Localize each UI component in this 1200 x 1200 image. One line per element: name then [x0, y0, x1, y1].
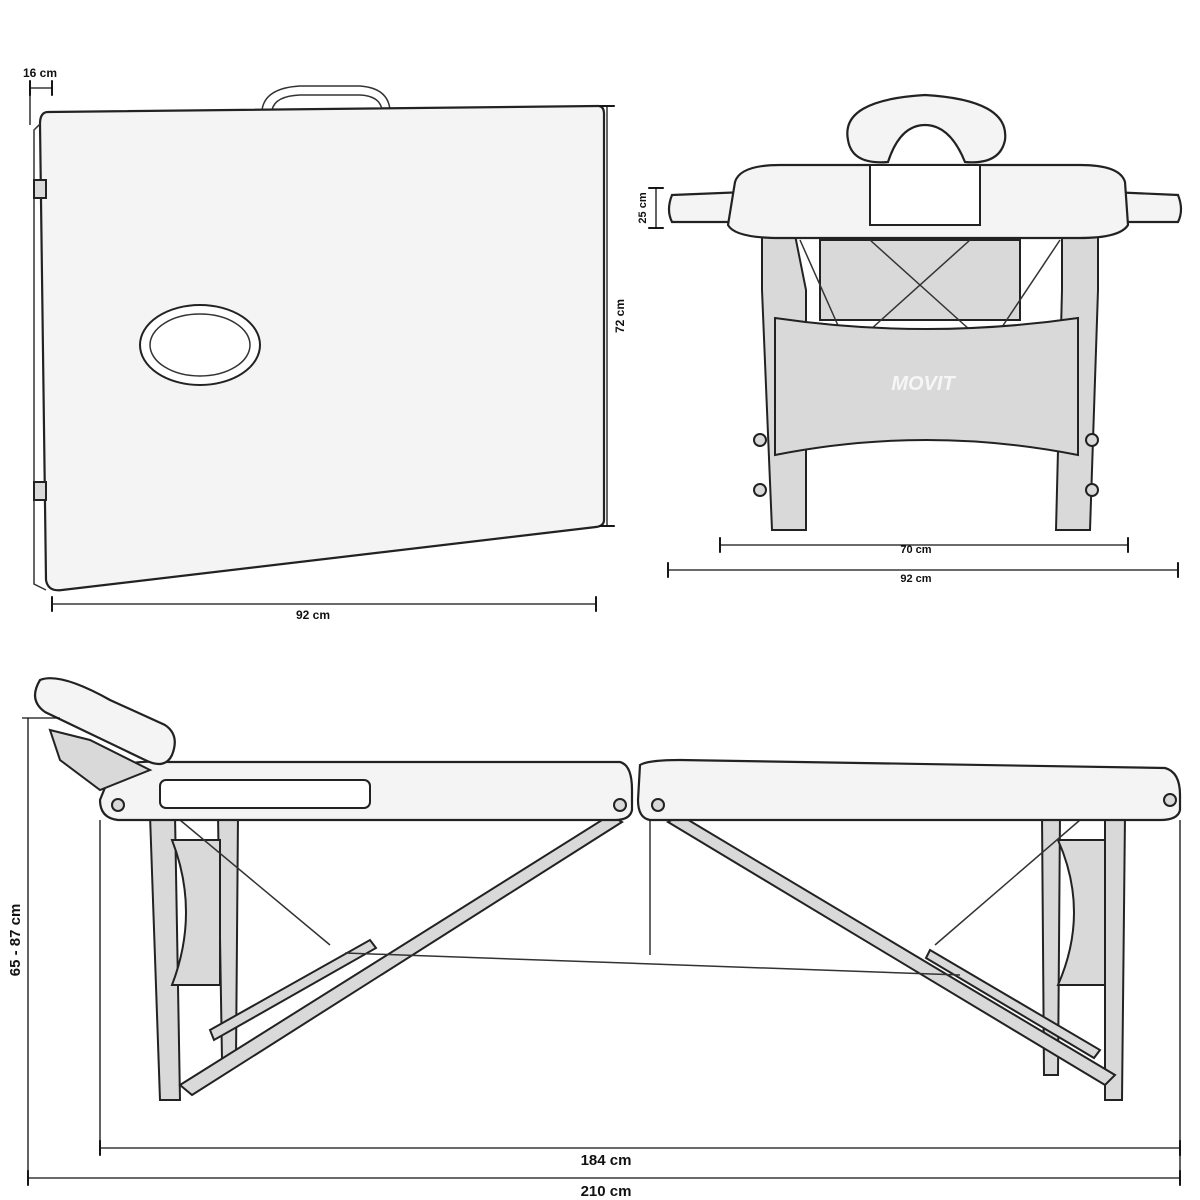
folded-width-label: 92 cm [296, 608, 330, 622]
face-cradle [846, 93, 1007, 164]
total-width-label: 92 cm [900, 573, 931, 585]
total-length-label: 210 cm [581, 1183, 632, 1200]
height-range-label: 65 - 87 cm [7, 904, 24, 977]
folded-height-label: 72 cm [613, 299, 627, 333]
right-leg-outer [1104, 814, 1127, 1101]
inner-width-label: 70 cm [900, 544, 931, 556]
crossbar-panel [774, 316, 1079, 457]
case-front-panel [38, 104, 606, 592]
table-length-label: 184 cm [581, 1152, 632, 1169]
headrest [33, 677, 176, 766]
face-hole [139, 304, 261, 386]
carry-handle [261, 85, 391, 111]
latch-top [33, 179, 47, 199]
table-top-right-section [636, 758, 1182, 822]
latch-bottom [33, 481, 47, 501]
face-cradle-bracket [869, 164, 981, 226]
folded-depth-label: 16 cm [23, 66, 57, 80]
armrest-height-label: 25 cm [637, 192, 649, 223]
end-view: MOVIT 25 cm 70 cm 92 cm [637, 93, 1183, 585]
armrest-side [159, 779, 371, 809]
side-view: 65 - 87 cm 184 cm 210 cm [7, 677, 1182, 1200]
headrest-bracket [48, 728, 153, 792]
folded-case-view: 16 cm 72 cm 92 cm [23, 66, 627, 622]
brand-logo: MOVIT [891, 373, 956, 395]
left-leg-outer [148, 814, 182, 1101]
